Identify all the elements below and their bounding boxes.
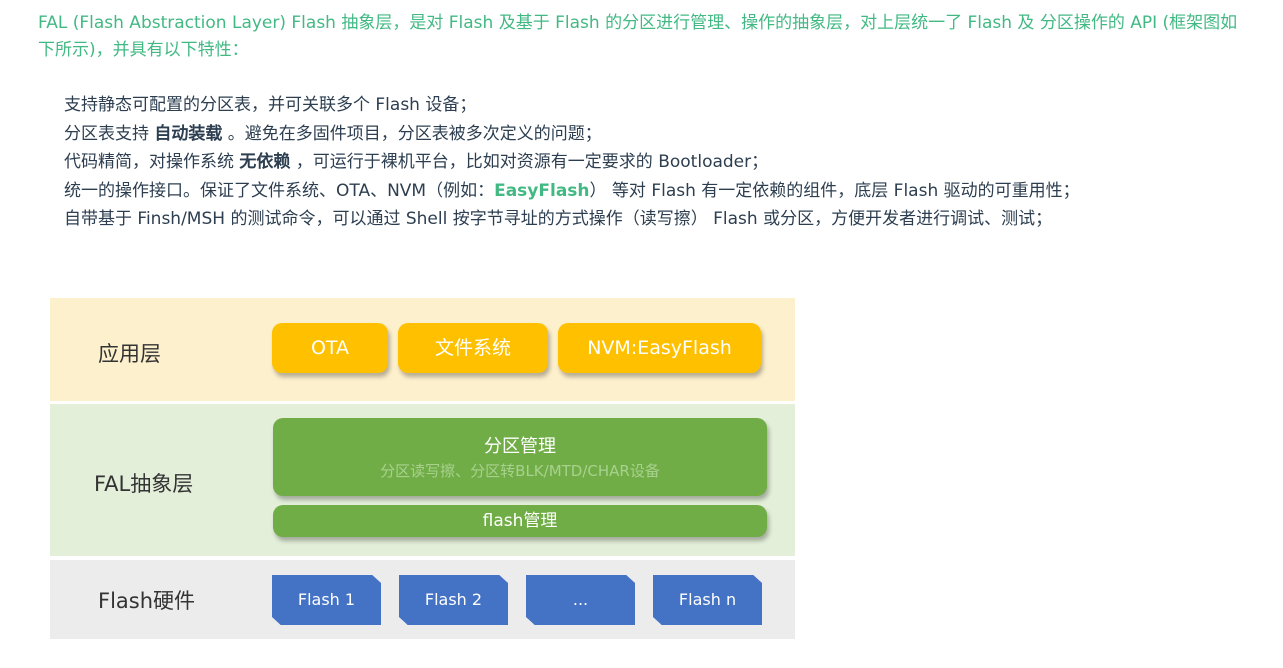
flash-device-box: Flash 1 <box>272 575 381 625</box>
app-layer-label: 应用层 <box>98 342 161 366</box>
feature-item: 分区表支持 自动装载 。避免在多固件项目，分区表被多次定义的问题； <box>64 120 1254 149</box>
flash-device-box: Flash 2 <box>399 575 508 625</box>
feature-list: 支持静态可配置的分区表，并可关联多个 Flash 设备； 分区表支持 自动装载 … <box>64 91 1254 234</box>
feature-bold: 无依赖 <box>239 152 291 173</box>
feature-item: 统一的操作接口。保证了文件系统、OTA、NVM（例如：EasyFlash） 等对… <box>64 177 1254 206</box>
filesystem-box: 文件系统 <box>398 323 548 373</box>
feature-text: 。避免在多固件项目，分区表被多次定义的问题； <box>222 123 602 144</box>
flash-device-ellipsis-box: ... <box>526 575 635 625</box>
feature-item: 代码精简，对操作系统 无依赖 ，可运行于裸机平台，比如对资源有一定要求的 Boo… <box>64 148 1254 177</box>
fal-architecture-diagram: 应用层 OTA 文件系统 NVM:EasyFlash FAL抽象层 分区管理 分… <box>50 298 795 639</box>
partition-manager-box: 分区管理 分区读写擦、分区转BLK/MTD/CHAR设备 <box>273 418 767 496</box>
feature-text: 统一的操作接口。保证了文件系统、OTA、NVM（例如： <box>64 180 495 201</box>
partition-manager-subtitle: 分区读写擦、分区转BLK/MTD/CHAR设备 <box>380 462 660 480</box>
ota-box: OTA <box>272 323 388 373</box>
feature-bold: 自动装载 <box>154 123 223 144</box>
hardware-layer-label: Flash硬件 <box>98 589 196 613</box>
feature-text: ） 等对 Flash 有一定依赖的组件，底层 Flash 驱动的可重用性； <box>589 180 1080 201</box>
flash-device-box: Flash n <box>653 575 762 625</box>
fal-layer-label: FAL抽象层 <box>94 472 194 496</box>
easyflash-link[interactable]: EasyFlash <box>494 180 590 201</box>
partition-manager-title: 分区管理 <box>484 436 556 457</box>
feature-text: 分区表支持 <box>64 123 155 144</box>
feature-text: 支持静态可配置的分区表，并可关联多个 Flash 设备； <box>64 95 477 115</box>
feature-text: 代码精简，对操作系统 <box>64 152 240 173</box>
feature-text: ，可运行于裸机平台，比如对资源有一定要求的 Bootloader； <box>290 152 769 173</box>
feature-item: 自带基于 Finsh/MSH 的测试命令，可以通过 Shell 按字节寻址的方式… <box>64 205 1254 234</box>
intro-paragraph: FAL (Flash Abstraction Layer) Flash 抽象层，… <box>38 13 1238 60</box>
feature-text: 自带基于 Finsh/MSH 的测试命令，可以通过 Shell 按字节寻址的方式… <box>64 209 1053 230</box>
nvm-easyflash-box: NVM:EasyFlash <box>558 323 761 373</box>
feature-item: 支持静态可配置的分区表，并可关联多个 Flash 设备； <box>64 91 1254 120</box>
flash-manager-box: flash管理 <box>273 505 767 537</box>
